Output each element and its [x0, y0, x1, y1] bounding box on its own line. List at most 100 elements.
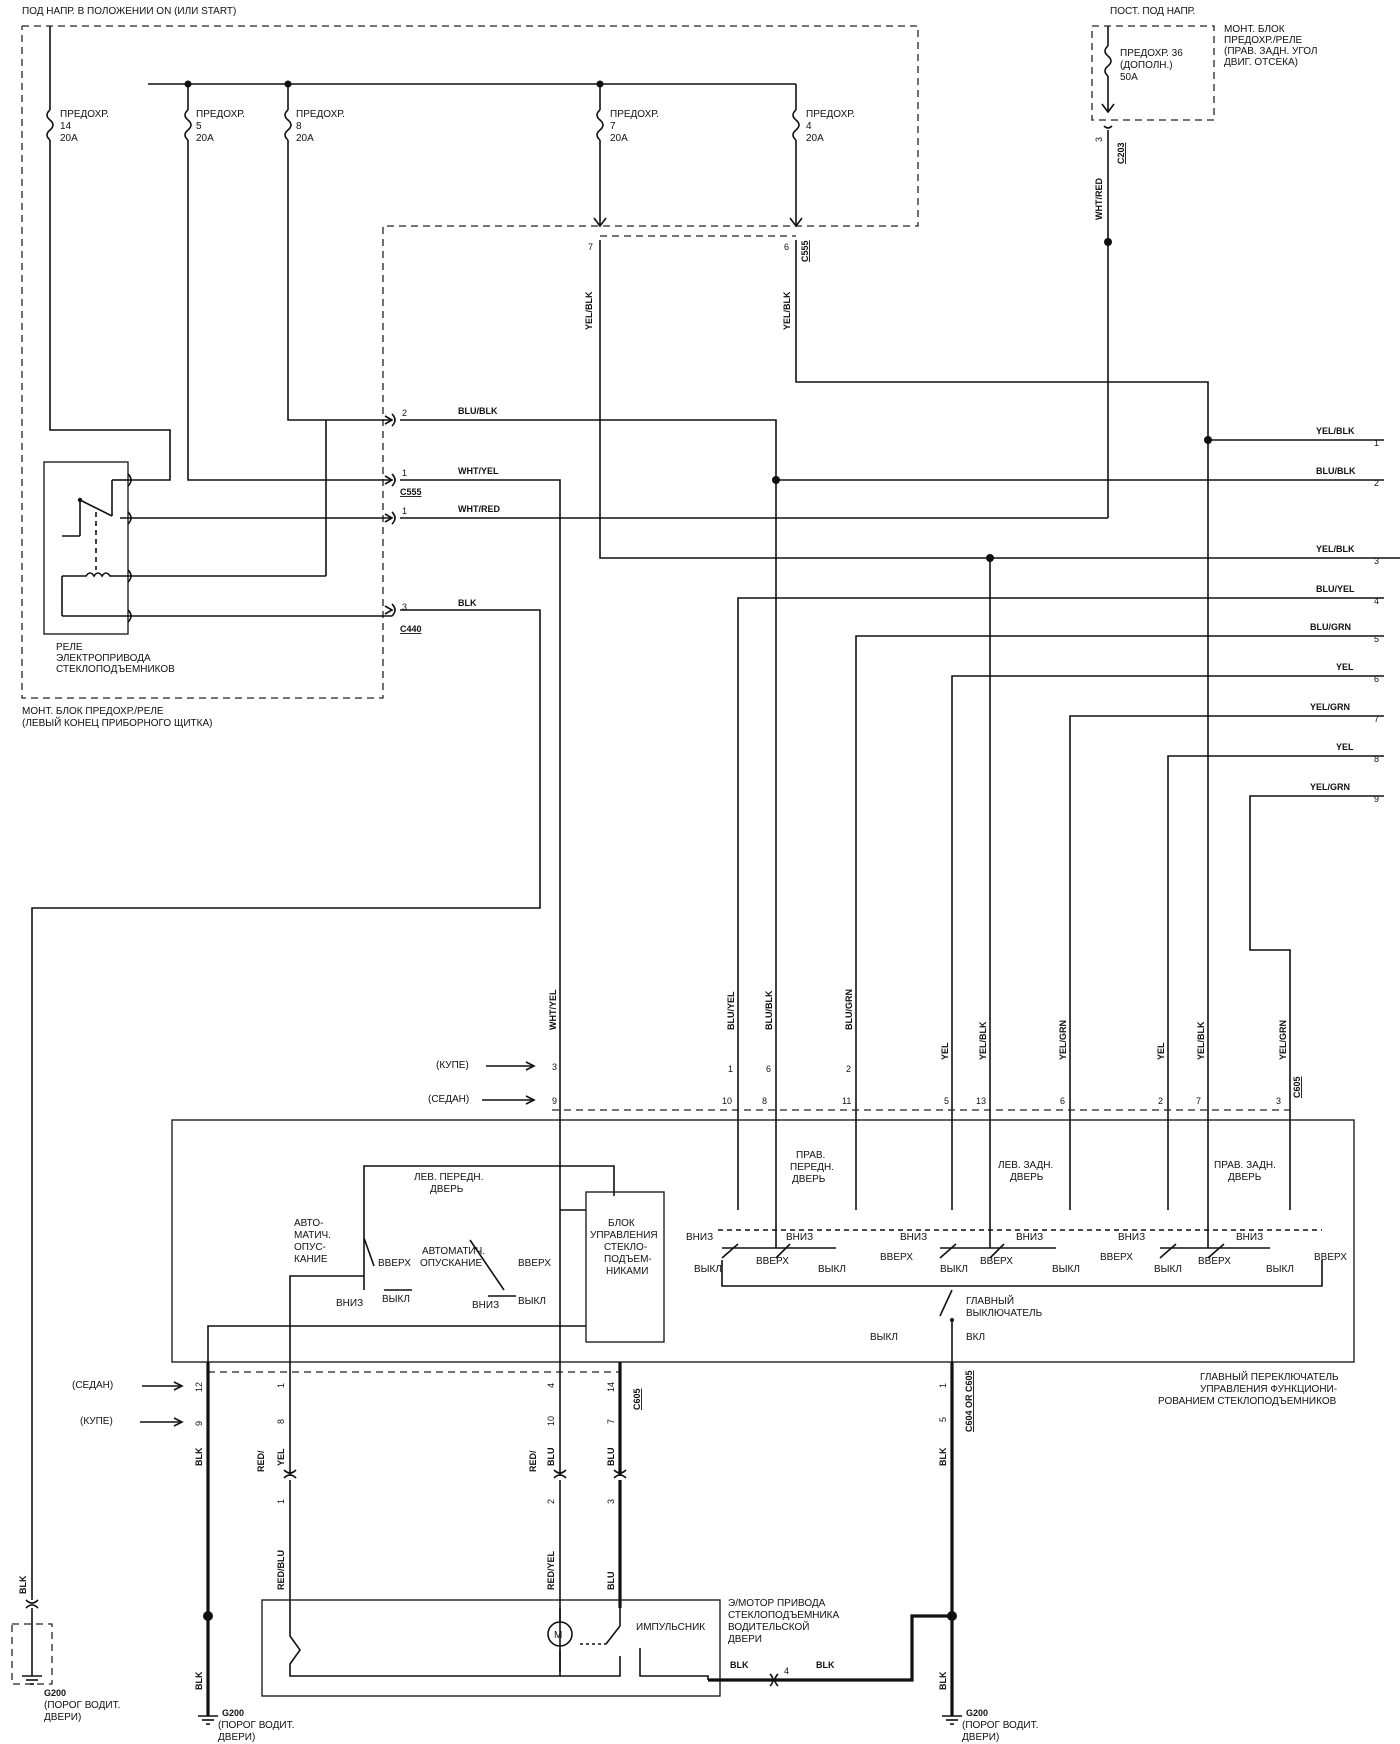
- switch-text: ЛЕВ. ПЕРЕДН. ДВЕРЬ ПРАВ. ПЕРЕДН. ДВЕРЬ Л…: [294, 1150, 1347, 1343]
- connector-c203: [1103, 125, 1113, 129]
- pin: 3: [1276, 1096, 1281, 1106]
- output-wire-label: YEL/BLK: [1316, 544, 1355, 554]
- off-label: ВЫКЛ: [1052, 1264, 1080, 1275]
- pin: 5: [944, 1096, 949, 1106]
- lower-pin-labels: 12 9 1 8 4 10 14 7 BLK RED/ YEL RED/ BLU…: [194, 1382, 948, 1690]
- motor-line3: ВОДИТЕЛЬСКОЙ: [728, 1620, 809, 1633]
- junction: [1104, 238, 1112, 246]
- left-fuse-block-outline: [21, 25, 919, 699]
- output-pin: 5: [1374, 634, 1379, 644]
- left-block-line2: (ЛЕВЫЙ КОНЕЦ ПРИБОРНОГО ЩИТКА): [22, 716, 212, 729]
- wire-label: BLU: [546, 1448, 556, 1467]
- vwire-label: WHT/YEL: [548, 989, 558, 1030]
- wire-label: YEL: [276, 1448, 286, 1466]
- off-label: ВЫКЛ: [1266, 1264, 1294, 1275]
- output-wire-label: YEL: [1336, 662, 1354, 672]
- fuse-8: ПРЕДОХР. 8 20A: [284, 109, 345, 144]
- off-label: ВЫКЛ: [940, 1264, 968, 1275]
- vwire-label: BLU/YEL: [726, 991, 736, 1030]
- pin: 3: [606, 1499, 616, 1504]
- driver-door-switch: [207, 1165, 665, 1362]
- rear-left-2: ДВЕРЬ: [1010, 1172, 1044, 1183]
- output-pin: 6: [1374, 674, 1379, 684]
- wire-whtyel: [400, 479, 561, 1118]
- vwire-label: BLU/BLK: [764, 990, 774, 1030]
- auto-b1: АВТОМАТИЧ.: [422, 1246, 485, 1257]
- output-pin: 8: [1374, 754, 1379, 764]
- rear-block-line2: ПРЕДОХР./РЕЛЕ: [1224, 35, 1303, 46]
- pin: 11: [842, 1096, 851, 1106]
- pin-label: 3: [402, 602, 407, 612]
- wire-label: RED/BLU: [276, 1550, 286, 1590]
- output-wire-label: YEL: [1336, 742, 1354, 752]
- fuse-rating: 20A: [296, 133, 314, 144]
- auto-2: МАТИЧ.: [294, 1230, 331, 1241]
- off-label: ВЫКЛ: [518, 1296, 546, 1307]
- rear-fuse-block-outline: [1091, 25, 1215, 121]
- output-wire-label: YEL/BLK: [1316, 426, 1355, 436]
- wire-label: BLU: [606, 1572, 616, 1591]
- ground-line2: ДВЕРИ): [962, 1732, 999, 1743]
- front-left-label: ЛЕВ. ПЕРЕДН.: [414, 1172, 483, 1183]
- pin-label: 1: [402, 506, 407, 516]
- ground-line1: (ПОРОГ ВОДИТ.: [962, 1720, 1038, 1731]
- wire-blublk: [400, 419, 777, 1118]
- down-label: ВНИЗ: [786, 1232, 813, 1243]
- wire-label: BLK: [938, 1447, 948, 1466]
- connector-label: C604 OR C605: [964, 1370, 974, 1432]
- fuse36-line3: 50A: [1120, 72, 1138, 83]
- front-left-door: ДВЕРЬ: [430, 1184, 464, 1195]
- fuse-14: ПРЕДОХР. 14 20A: [46, 109, 109, 144]
- pin: 10: [546, 1416, 556, 1426]
- rear-left-1: ЛЕВ. ЗАДН.: [998, 1160, 1053, 1171]
- up-label: ВВЕРХ: [1100, 1252, 1133, 1263]
- pin: 8: [762, 1096, 767, 1106]
- ctrl-5: НИКАМИ: [606, 1266, 648, 1277]
- wire-label: BLK: [458, 598, 477, 608]
- pin: 7: [606, 1419, 616, 1424]
- connector-label: C555: [800, 240, 810, 262]
- pin-label: 3: [1094, 137, 1104, 142]
- wire-label: WHT/RED: [458, 504, 500, 514]
- arrow: [789, 217, 803, 228]
- ground-line2: ДВЕРИ): [218, 1732, 255, 1743]
- vwire-label: YEL/BLK: [978, 1021, 988, 1060]
- output-wire-label: YEL/GRN: [1310, 782, 1350, 792]
- arrow: [525, 1095, 536, 1105]
- ground-name: G200: [44, 1688, 66, 1698]
- internal-wires: [559, 1118, 1323, 1362]
- connector: [769, 1673, 779, 1687]
- up-label: ВВЕРХ: [756, 1256, 789, 1267]
- wire-label: BLK: [18, 1575, 28, 1594]
- wire-blk: [31, 609, 541, 1600]
- wire-label: BLK: [194, 1447, 204, 1466]
- wire-label: RED/: [256, 1450, 266, 1472]
- c605-wire-labels: WHT/YEL BLU/YEL BLU/BLK BLU/GRN YEL YEL/…: [548, 989, 1288, 1060]
- ctrl-3: СТЕКЛО-: [604, 1242, 647, 1253]
- pin: 1: [938, 1383, 948, 1388]
- pin: 2: [1158, 1096, 1163, 1106]
- down-label: ВНИЗ: [336, 1298, 363, 1309]
- wire-label: BLK: [194, 1671, 204, 1690]
- main-switch-2: ВЫКЛЮЧАТЕЛЬ: [966, 1308, 1043, 1319]
- arrow: [525, 1061, 536, 1071]
- ground-name: G200: [222, 1708, 244, 1718]
- connector-label: C440: [400, 624, 422, 634]
- output-pin: 1: [1374, 438, 1379, 448]
- relay-line1: РЕЛЕ: [56, 642, 83, 653]
- rear-block-line3: (ПРАВ. ЗАДН. УГОЛ: [1224, 46, 1317, 57]
- pin: 1: [276, 1383, 286, 1388]
- wire-label: BLK: [938, 1671, 948, 1690]
- pin: 2: [846, 1064, 851, 1074]
- pin: 1: [728, 1064, 733, 1074]
- connector-label: C203: [1116, 142, 1126, 164]
- left-block-line1: МОНТ. БЛОК ПРЕДОХР./РЕЛЕ: [22, 706, 164, 717]
- down-label: ВНИЗ: [472, 1300, 499, 1311]
- vwire-label: YEL: [1156, 1042, 1166, 1060]
- arrow: [593, 217, 607, 228]
- wire: [49, 140, 171, 481]
- sedan-label: (СЕДАН): [428, 1094, 469, 1105]
- arrow: [173, 1417, 184, 1427]
- fuse36-line1: ПРЕДОХР. 36: [1120, 48, 1183, 59]
- pin-label: 2: [402, 408, 407, 418]
